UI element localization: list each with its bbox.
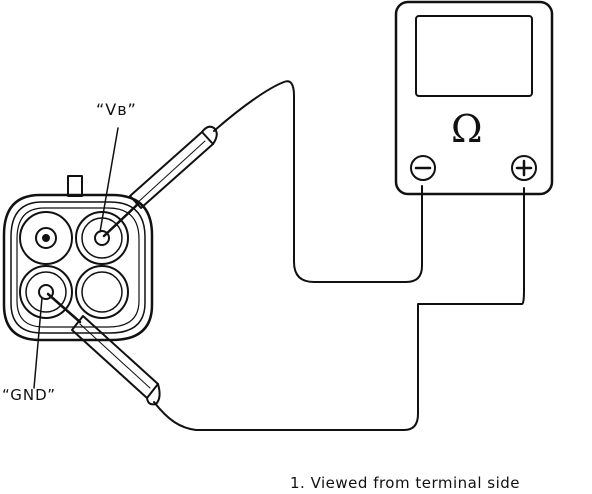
probe-vb: [102, 125, 218, 238]
vb-terminal-label: “Vʙ”: [96, 100, 137, 119]
figure-caption: 1. Viewed from terminal side: [290, 474, 521, 492]
terminal-top-left-pin: [42, 234, 50, 242]
terminal-gnd: [38, 284, 54, 300]
multimeter-body: [394, 0, 554, 196]
ohm-symbol: Ω: [451, 107, 483, 151]
multimeter-display: [415, 15, 533, 97]
connector-housing-inner: [10, 201, 146, 334]
probe-vb-tip: [102, 202, 140, 238]
cavity-bottom-right-inner: [81, 271, 123, 313]
gnd-leader-line: [33, 297, 43, 389]
gnd-terminal-label: “GND”: [2, 386, 56, 404]
vb-leader-line: [99, 127, 119, 233]
cavity-bottom-right: [75, 265, 129, 319]
positive-terminal-icon: [511, 155, 537, 181]
wire-gnd: [153, 187, 525, 431]
cavity-top-left: [19, 211, 73, 265]
wire-vb: [213, 80, 423, 283]
probe-gnd-handle-detail: [79, 323, 151, 389]
probe-vb-handle-detail: [135, 140, 206, 205]
multimeter: [394, 0, 554, 196]
negative-terminal-icon: [410, 155, 436, 181]
cavity-top-right: [75, 211, 129, 265]
terminal-top-left: [35, 227, 57, 249]
terminal-vb: [94, 230, 110, 246]
connector-latch: [67, 175, 83, 197]
connector-housing-inner2: [16, 207, 140, 328]
probe-gnd-tip: [46, 292, 82, 324]
probe-vb-handle: [129, 131, 214, 209]
cavity-bottom-left: [19, 265, 73, 319]
connector: [2, 175, 154, 342]
connector-housing-outer: [2, 193, 154, 342]
probe-vb-boot: [201, 125, 218, 145]
cavity-bottom-left-inner: [25, 271, 67, 313]
probe-gnd: [46, 292, 161, 406]
